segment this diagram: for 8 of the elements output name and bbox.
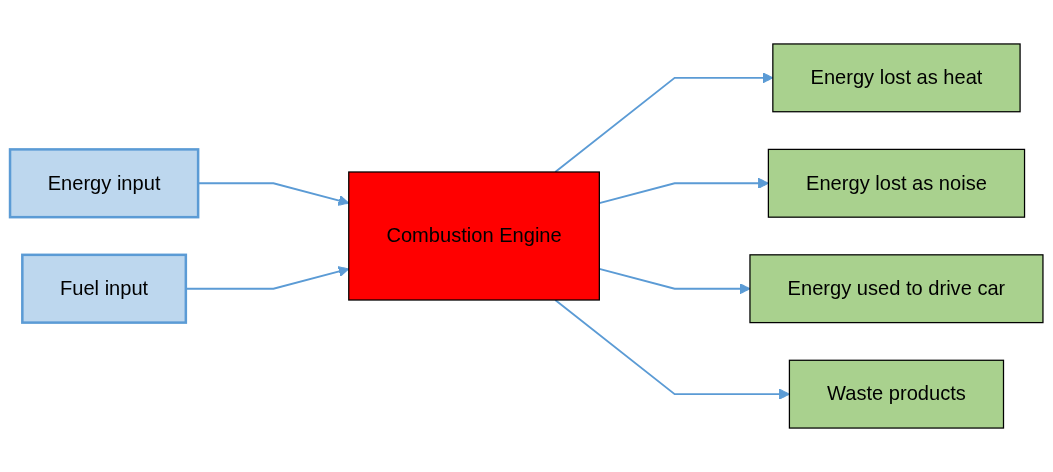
- node-box: Fuel input: [21, 253, 188, 324]
- node-box: Energy lost as noise: [767, 148, 1026, 218]
- node-box: Energy used to drive car: [749, 254, 1044, 324]
- node-box: Waste products: [788, 359, 1005, 429]
- node-box: Energy lost as heat: [772, 43, 1021, 113]
- node-box: Energy input: [8, 148, 200, 219]
- node-box: Combustion Engine: [348, 171, 600, 301]
- arrow: [554, 299, 790, 400]
